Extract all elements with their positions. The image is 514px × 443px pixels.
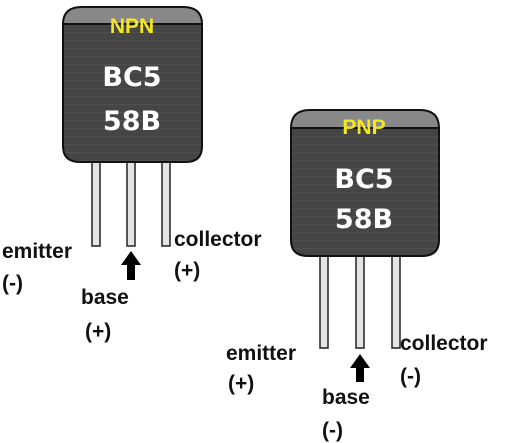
pnp-transistor: PNP BC5 58B emitter (+) base (-) collect… [226, 109, 488, 442]
pnp-emitter-label: emitter [226, 342, 296, 365]
npn-collector-label: collector [174, 228, 262, 251]
pnp-base-polarity: (-) [322, 419, 343, 442]
pnp-collector-leg [391, 251, 401, 349]
up-arrow-icon [121, 251, 141, 280]
pnp-legs [319, 251, 401, 349]
npn-base-label: base [81, 286, 129, 309]
npn-body [62, 23, 203, 163]
npn-type-label: NPN [110, 15, 154, 38]
npn-part-line2: 58B [103, 106, 161, 137]
pnp-base-leg [355, 251, 365, 349]
pnp-emitter-polarity: (+) [228, 372, 254, 395]
pnp-part-line1: BC5 [334, 164, 393, 195]
pnp-part-line2: 58B [335, 204, 393, 235]
up-arrow-icon [350, 354, 370, 382]
pnp-body [290, 127, 440, 257]
npn-emitter-polarity: (-) [2, 272, 23, 295]
pnp-cap [289, 109, 441, 129]
npn-base-polarity: (+) [85, 320, 111, 343]
npn-legs [91, 157, 171, 247]
npn-cap [61, 6, 204, 25]
npn-emitter-label: emitter [2, 240, 72, 263]
npn-collector-polarity: (+) [174, 259, 200, 282]
pnp-base-label: base [322, 386, 370, 409]
pnp-collector-label: collector [400, 332, 488, 355]
npn-emitter-leg [91, 157, 101, 247]
npn-part-line1: BC5 [102, 62, 161, 93]
pnp-emitter-leg [319, 251, 329, 349]
npn-transistor: NPN BC5 58B emitter (-) base (+) collect… [2, 6, 262, 343]
npn-collector-leg [161, 157, 171, 247]
npn-base-leg [126, 157, 136, 247]
pnp-type-label: PNP [342, 116, 385, 139]
pnp-collector-polarity: (-) [400, 365, 421, 388]
